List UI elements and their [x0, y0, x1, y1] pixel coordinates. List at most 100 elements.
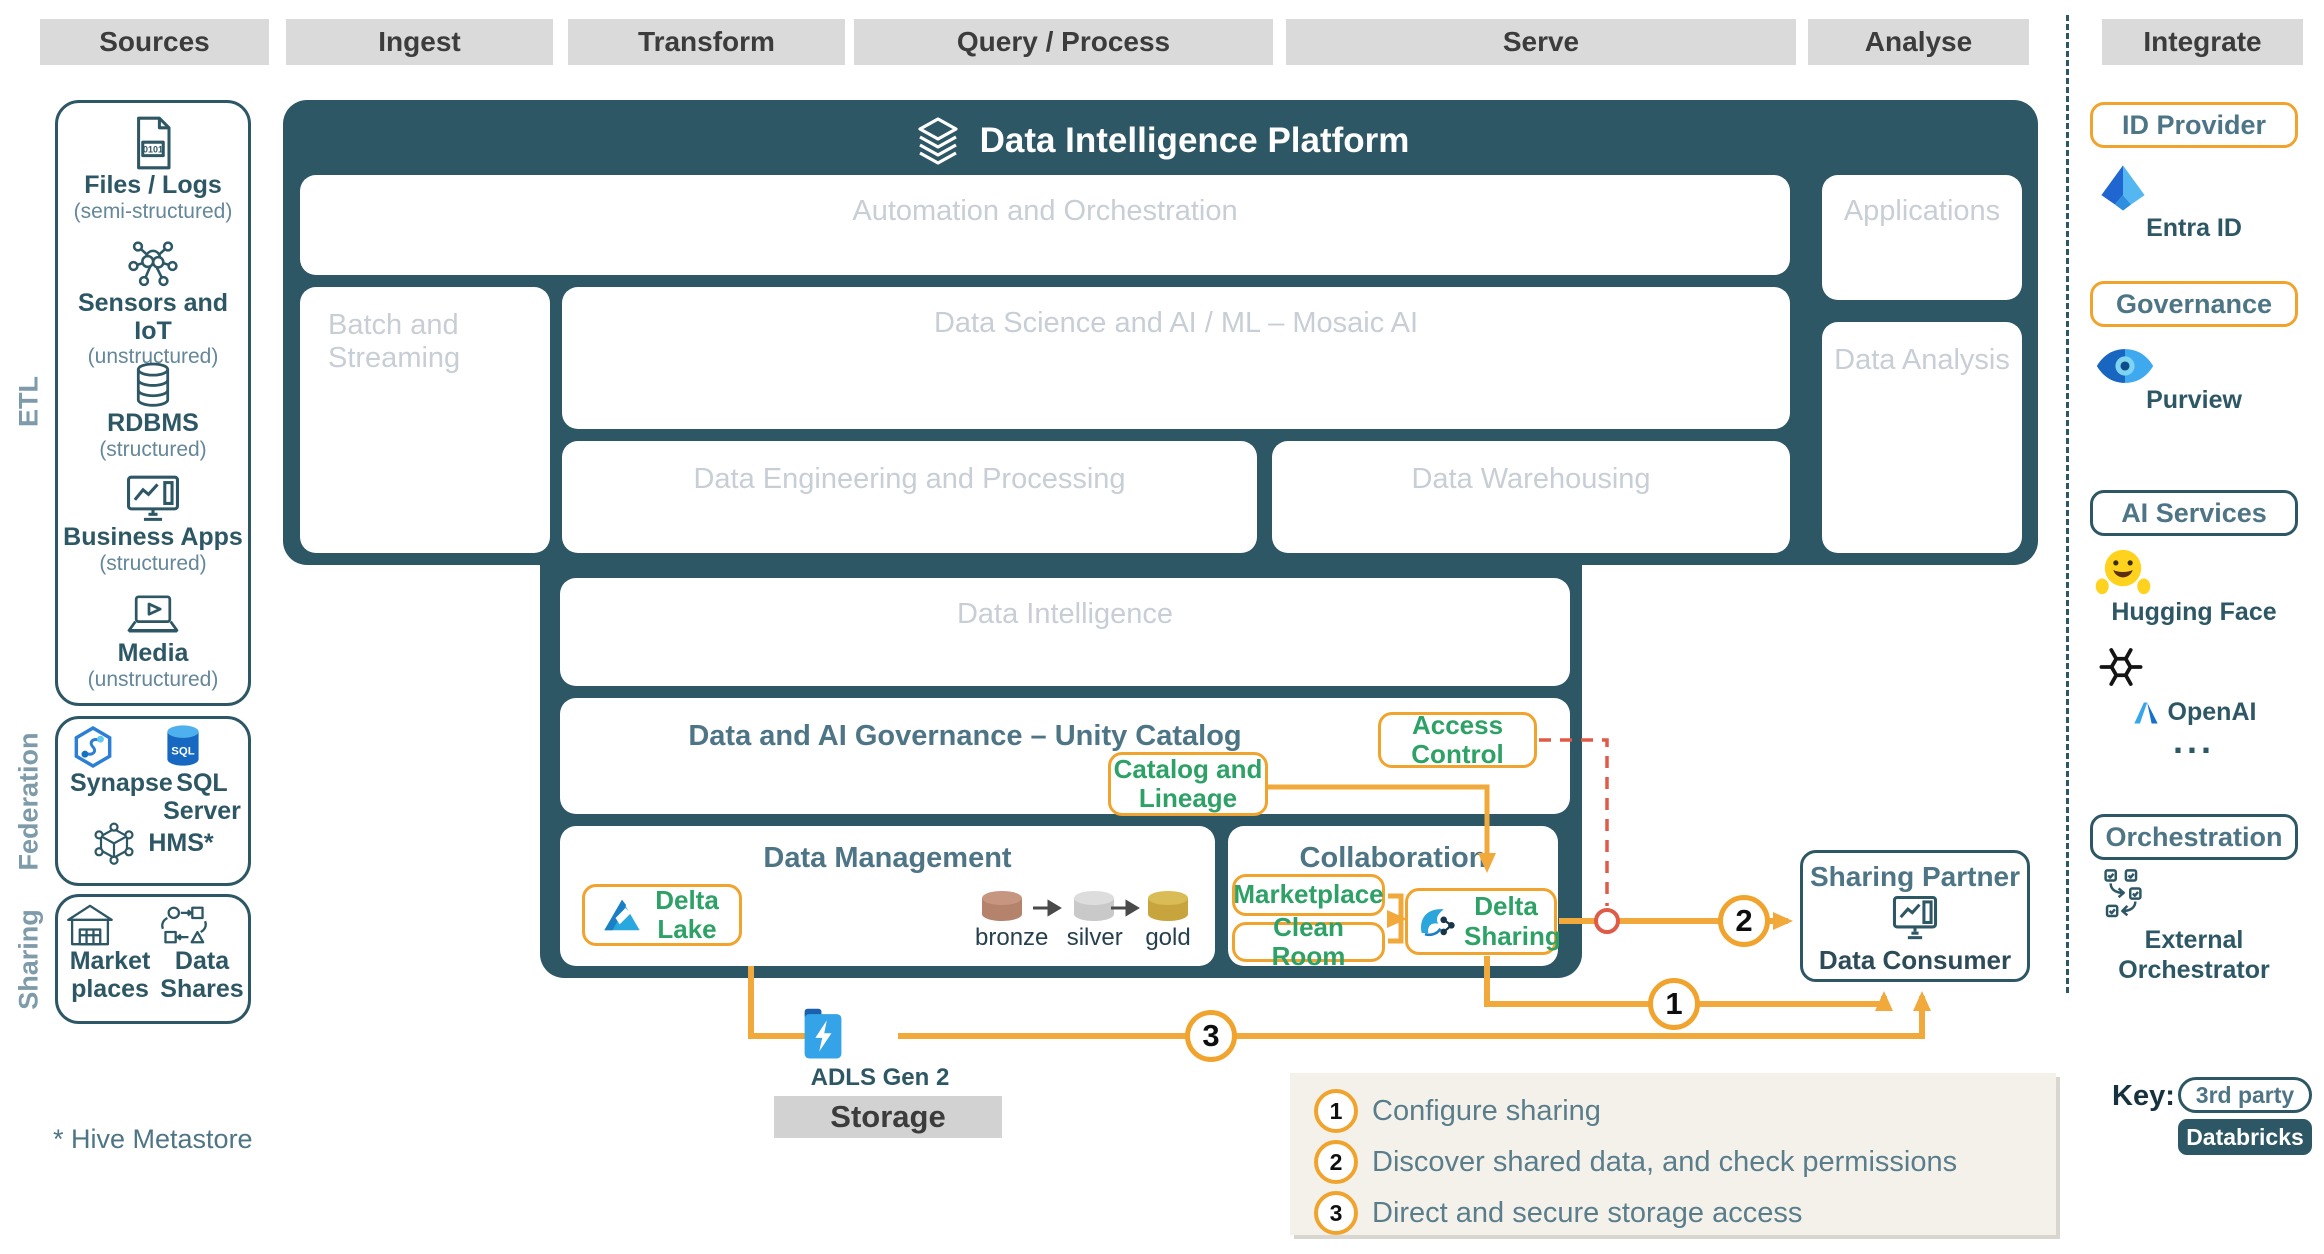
key-third-party-pill: 3rd party [2178, 1077, 2312, 1113]
catalog-lineage-box: Catalog and Lineage [1108, 752, 1268, 816]
svg-text:SQL: SQL [171, 745, 194, 757]
medallion-arrows [1033, 899, 1140, 917]
data-intelligence-box: Data Intelligence [560, 578, 1570, 686]
synapse-icon [70, 724, 158, 770]
data-warehousing-box: Data Warehousing [1272, 441, 1790, 553]
ai-services-pill: AI Services [2090, 490, 2298, 536]
delta-lake-label: Delta Lake [655, 884, 719, 944]
entra-id-label: Entra ID [2146, 214, 2242, 242]
legend-num-1: 1 [1314, 1089, 1358, 1133]
hugging-face-item: Hugging Face [2094, 546, 2294, 628]
sharing-group [55, 894, 251, 1024]
federation-synapse: Synapse [70, 724, 173, 798]
data-consumer-monitor-icon [1803, 893, 2027, 943]
governance-pill: Governance [2090, 281, 2298, 327]
gold-cylinder-icon [1141, 888, 1195, 924]
automation-box: Automation and Orchestration [300, 175, 1790, 275]
automation-label: Automation and Orchestration [852, 195, 1238, 227]
hms-cube-icon [88, 818, 140, 870]
applications-label: Applications [1843, 195, 2001, 227]
governance-label: Data and AI Governance – Unity Catalog [688, 720, 1242, 752]
external-orchestrator-item: External Orchestrator [2094, 866, 2294, 985]
data-analysis-label: Data Analysis [1834, 344, 2010, 376]
bronze-cylinder-icon [975, 888, 1048, 924]
sharing-marketplaces: Market places [64, 902, 156, 1003]
federation-label: SQL Server [163, 769, 241, 825]
media-laptop-icon [124, 592, 182, 640]
source-media: Media (unstructured) [57, 592, 249, 692]
adls-gen2-label: ADLS Gen 2 [810, 1064, 950, 1091]
azure-a-icon [2132, 700, 2160, 726]
etl-group [55, 100, 251, 706]
hugging-face-icon [2094, 546, 2294, 598]
medallion-label: silver [1066, 924, 1123, 951]
legend-box: 1 Configure sharing 2 Discover shared da… [1290, 1073, 2056, 1235]
source-label: Business Apps [63, 523, 243, 551]
collaboration-label: Collaboration [1299, 842, 1487, 874]
source-sensors-iot: Sensors and IoT (unstructured) [57, 236, 249, 369]
key-label: Key: [2112, 1080, 2175, 1112]
flow-badge-1: 1 [1648, 978, 1700, 1030]
source-business-apps: Business Apps (structured) [57, 472, 249, 576]
platform-title-row: Data Intelligence Platform [283, 114, 2038, 168]
data-intelligence-label: Data Intelligence [956, 598, 1174, 630]
adls-gen2: ADLS Gen 2 [800, 1006, 960, 1092]
legend-num-2: 2 [1314, 1140, 1358, 1184]
medallion-row: bronze silver gold [975, 888, 1195, 952]
sharing-partner-title: Sharing Partner [1809, 861, 2021, 892]
iot-icon [126, 236, 180, 290]
source-files-logs: 0101 Files / Logs (semi-structured) [57, 114, 249, 224]
access-control-box: Access Control [1378, 710, 1537, 769]
source-label: RDBMS [107, 409, 199, 437]
entra-id-item: Entra ID [2094, 160, 2294, 244]
medallion-label: bronze [975, 924, 1049, 951]
source-label: Media [117, 639, 189, 667]
delta-sharing-icon [1414, 903, 1458, 941]
delta-lake-box: Delta Lake [582, 884, 742, 946]
legend-item: 1 Configure sharing [1314, 1089, 2056, 1133]
source-sublabel: (unstructured) [87, 667, 219, 691]
stage-query-process: Query / Process [854, 19, 1273, 65]
legend-text-1: Configure sharing [1372, 1094, 1601, 1127]
data-management-label: Data Management [763, 842, 1012, 874]
source-sublabel: (semi-structured) [73, 199, 233, 223]
source-label: Sensors and IoT [77, 289, 229, 345]
federation-label: HMS* [148, 829, 214, 858]
data-warehousing-label: Data Warehousing [1411, 463, 1651, 495]
stage-transform: Transform [568, 19, 845, 65]
legend-text-2: Discover shared data, and check permissi… [1372, 1145, 1958, 1178]
purview-icon [2094, 346, 2294, 386]
orchestration-pill: Orchestration [2090, 814, 2298, 860]
stage-serve: Serve [1286, 19, 1796, 65]
sharing-label: Market places [69, 947, 151, 1003]
purview-item: Purview [2094, 346, 2294, 416]
file-code-icon: 0101 [129, 114, 177, 172]
purview-label: Purview [2146, 386, 2242, 414]
openai-label: OpenAI [2167, 698, 2257, 726]
id-provider-pill: ID Provider [2090, 102, 2298, 148]
delta-sharing-label: Delta Sharing [1464, 891, 1561, 951]
batch-streaming-label: Batch and Streaming [328, 309, 461, 374]
marketplace-warehouse-icon [64, 902, 156, 948]
data-analysis-box: Data Analysis [1822, 322, 2022, 553]
platform-title: Data Intelligence Platform [979, 121, 1410, 160]
sharing-data-shares: Data Shares [158, 902, 246, 1003]
svg-text:0101: 0101 [143, 144, 163, 154]
hive-metastore-footnote: * Hive Metastore [53, 1124, 253, 1154]
data-science-box: Data Science and AI / ML – Mosaic AI [562, 287, 1790, 429]
storage-label-box: Storage [774, 1096, 1002, 1138]
source-sublabel: (structured) [99, 551, 207, 575]
external-orchestrator-icon [2094, 866, 2294, 924]
storage-label: Storage [830, 1099, 946, 1134]
stage-ingest: Ingest [286, 19, 553, 65]
data-consumer-label: Data Consumer [1818, 945, 2012, 975]
clean-room-box: Clean Room [1232, 912, 1385, 971]
legend-item: 2 Discover shared data, and check permis… [1314, 1140, 2056, 1184]
source-label: Files / Logs [84, 171, 222, 199]
sharing-partner-box: Sharing Partner Data Consumer [1800, 850, 2030, 982]
flow-badge-3: 3 [1185, 1010, 1237, 1062]
entra-id-icon [2094, 160, 2294, 214]
medallion-label: gold [1145, 924, 1191, 951]
delta-lake-icon [602, 897, 642, 933]
